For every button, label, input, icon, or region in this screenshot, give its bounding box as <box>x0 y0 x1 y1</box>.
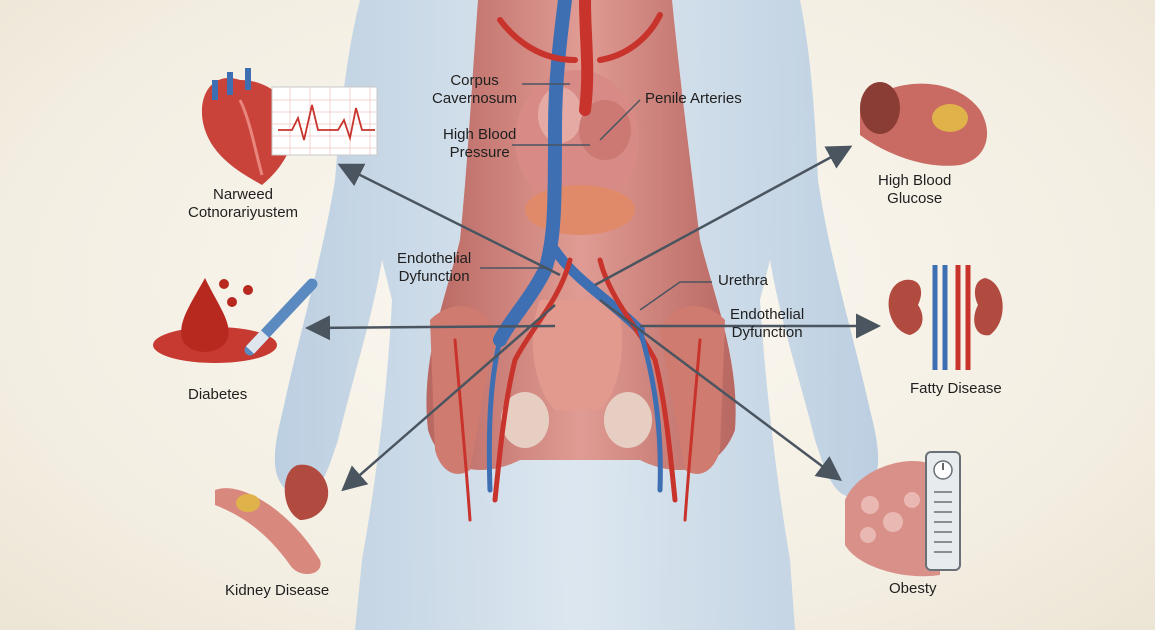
label-urethra: Urethra <box>718 272 769 289</box>
label-kidney-disease: Kidney Disease <box>225 582 330 599</box>
label-endothelial-dysfunction-left: Endothelial Dyfunction <box>397 250 472 285</box>
artery-kidney-icon <box>215 464 329 575</box>
label-fatty-disease: Fatty Disease <box>910 380 1002 397</box>
arrow-to-diabetes <box>305 315 556 341</box>
arrow-to-obesity <box>599 298 843 481</box>
blood-vessels <box>453 0 702 522</box>
leader-penile <box>599 99 641 141</box>
arrow-to-heart <box>337 163 561 277</box>
label-obesity: Obesty <box>889 580 937 597</box>
label-corpus: Corpus <box>450 72 499 89</box>
arrow-to-glucose <box>594 145 853 287</box>
fat-tissue-icon <box>845 461 940 577</box>
heart-icon <box>201 68 293 185</box>
label-high-blood-glucose: High Blood Glucose <box>878 172 952 207</box>
label-diabetes: Diabetes <box>188 386 248 403</box>
label-heart-condition: Narweed Cotnorariyustem <box>188 186 299 221</box>
connector-arrows <box>305 83 881 492</box>
ecg-chart-icon <box>271 86 378 156</box>
kidney-icon <box>888 265 1003 370</box>
label-cavernosum: Cavernosum <box>432 90 518 107</box>
arrow-to-kidney <box>341 304 556 492</box>
left-testis <box>501 392 549 448</box>
insulin-pen-icon <box>244 278 318 356</box>
label-high-blood-pressure: High Blood Pressure <box>443 126 517 161</box>
scale-gauge-icon <box>925 451 961 571</box>
right-testis <box>604 392 652 448</box>
leader-urethra <box>639 281 712 311</box>
blood-drop-icon <box>153 278 277 363</box>
pelvic-muscles <box>426 0 736 474</box>
label-penile-arteries: Penile Arteries <box>645 90 742 107</box>
label-corpus-cavernosum: Corpus Cavernosum <box>432 72 517 108</box>
label-endothelial-dysfunction-right: Endothelial Dyfunction <box>730 306 805 341</box>
artery-plaque-icon <box>860 82 988 166</box>
